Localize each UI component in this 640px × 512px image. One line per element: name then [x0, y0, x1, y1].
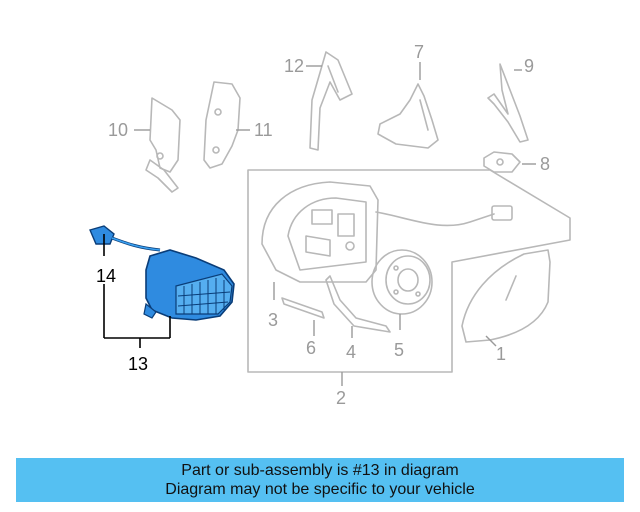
- part-10-bracket: 10: [108, 97, 181, 193]
- banner-line-2: Diagram may not be specific to your vehi…: [165, 481, 475, 498]
- mirror-housing: [261, 181, 513, 283]
- part-4-gasket: 4: [325, 275, 391, 362]
- info-banner: Part or sub-assembly is #13 in diagram D…: [16, 458, 624, 502]
- part-9-seal: 9: [487, 56, 534, 143]
- part-1-glass: 1: [461, 249, 551, 364]
- callout-4: 4: [346, 342, 356, 362]
- callout-12: 12: [284, 56, 304, 76]
- part-5-motor: 5: [371, 249, 433, 360]
- part-2-assembly: 2: [247, 169, 571, 408]
- callout-6: 6: [306, 338, 316, 358]
- part-8-clip: 8: [483, 151, 550, 174]
- part-7-base-cover: 7: [377, 42, 439, 149]
- callout-5: 5: [394, 340, 404, 360]
- callout-13: 13: [128, 354, 148, 374]
- part-11-cover: 11: [203, 81, 273, 169]
- part-13-lamp: 14 13: [89, 225, 235, 374]
- callout-8: 8: [540, 154, 550, 174]
- callout-3: 3: [268, 310, 278, 330]
- part-12-frame: 12: [284, 51, 353, 151]
- callout-10: 10: [108, 120, 128, 140]
- part-6-strip: 6: [281, 297, 325, 358]
- callout-14: 14: [96, 266, 116, 286]
- callout-1: 1: [496, 344, 506, 364]
- part-3: 3: [268, 282, 278, 330]
- banner-line-1: Part or sub-assembly is #13 in diagram: [181, 462, 459, 479]
- callout-11: 11: [254, 120, 273, 140]
- callout-2: 2: [336, 388, 346, 408]
- callout-7: 7: [414, 42, 424, 62]
- callout-9: 9: [524, 56, 534, 76]
